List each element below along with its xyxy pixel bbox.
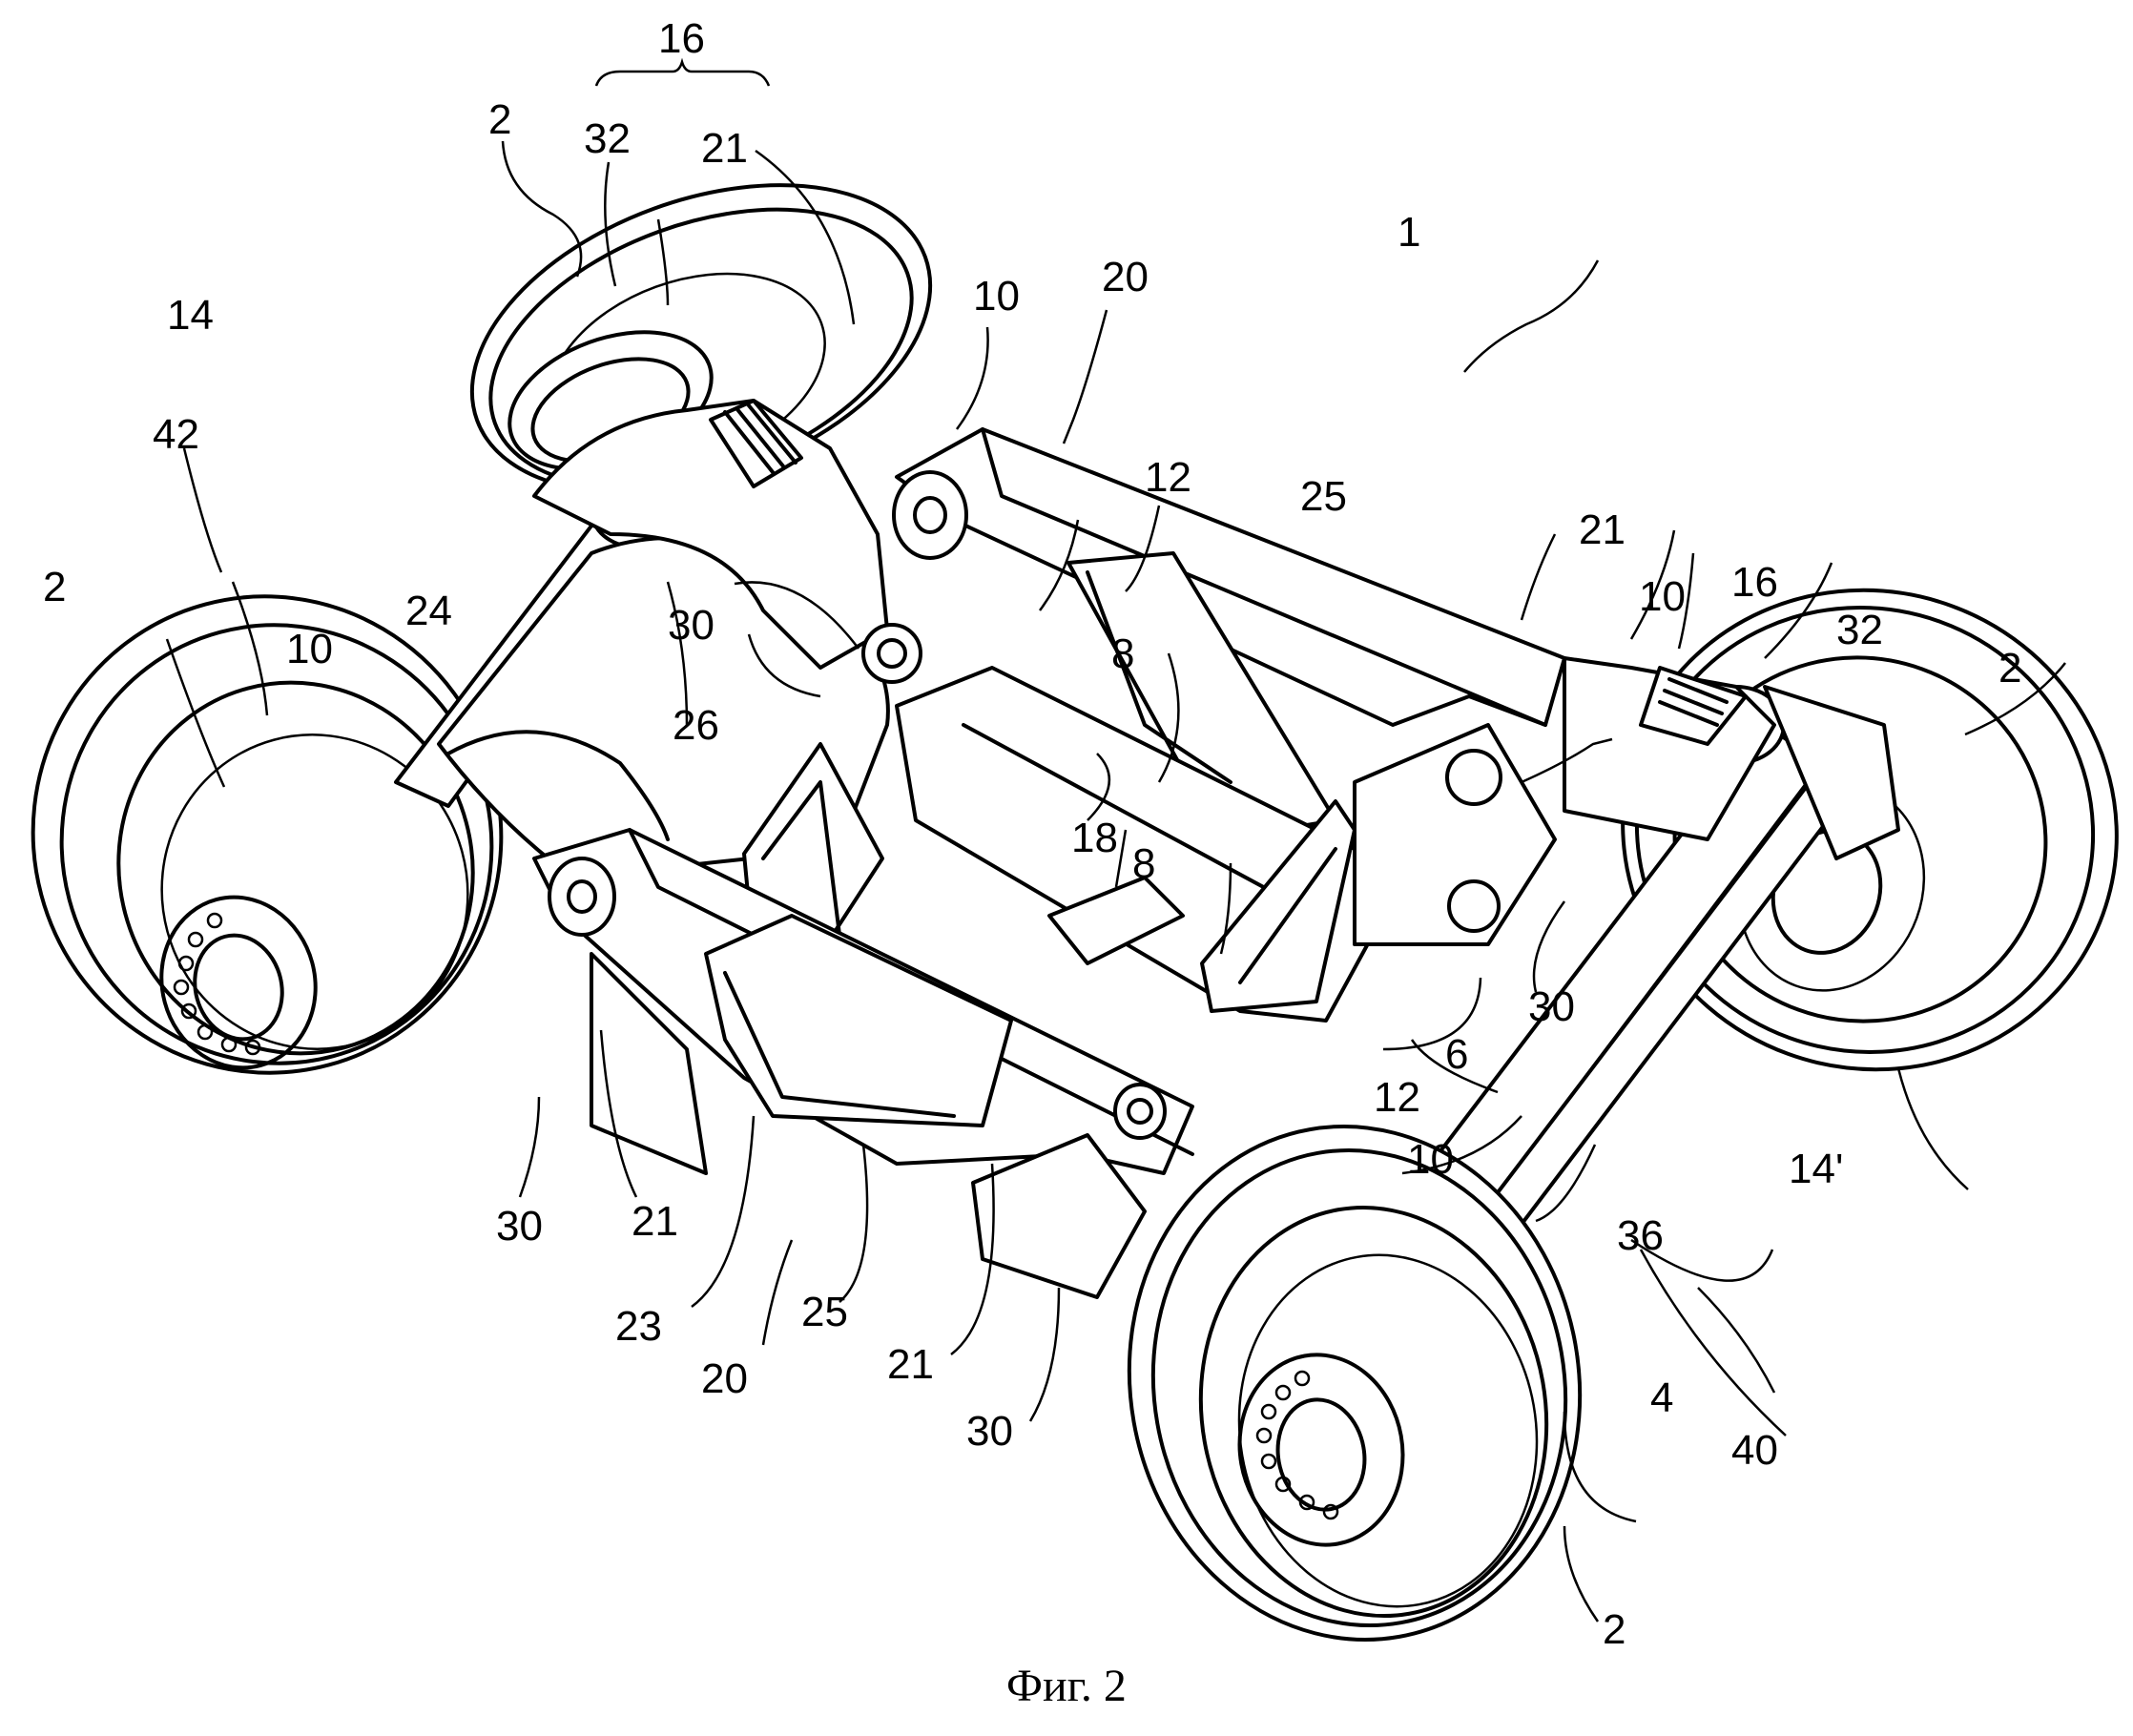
label-4: 4	[1650, 1374, 1673, 1421]
label-24: 24	[405, 588, 452, 634]
label-25-bottom: 25	[801, 1289, 848, 1335]
label-12-bottom: 12	[1374, 1074, 1420, 1121]
label-32-top: 32	[584, 115, 631, 162]
label-2-right: 2	[1998, 645, 2021, 692]
label-2-left: 2	[43, 564, 66, 610]
label-14: 14	[167, 292, 214, 339]
side-frame-lower	[532, 828, 1194, 1299]
label-32-right: 32	[1836, 607, 1883, 653]
wheel-front-left	[31, 594, 504, 1075]
reference-numerals: 16 2 32 21 1 20 10 14 42 12 25 21 10 16 …	[43, 15, 2021, 1653]
label-8-b: 8	[1132, 840, 1155, 887]
label-21-right: 21	[1579, 506, 1626, 553]
label-30-c: 30	[496, 1203, 543, 1250]
label-18: 18	[1071, 815, 1118, 861]
label-8-a: 8	[1111, 630, 1134, 677]
leader-lines	[165, 57, 2066, 1622]
label-12-top: 12	[1145, 454, 1191, 501]
figure-caption: Фиг. 2	[1006, 1661, 1127, 1711]
label-21-left: 21	[632, 1198, 678, 1245]
label-40: 40	[1731, 1427, 1778, 1474]
label-6: 6	[1445, 1031, 1468, 1078]
label-16-top: 16	[658, 15, 705, 62]
label-20-top: 20	[1102, 254, 1149, 300]
label-21-bottom: 21	[887, 1341, 934, 1388]
label-21-top: 21	[701, 125, 748, 172]
label-42: 42	[153, 411, 199, 458]
label-30-a: 30	[668, 602, 714, 649]
label-36: 36	[1617, 1212, 1664, 1259]
side-frame-upper	[861, 427, 1566, 841]
gearbox-14	[532, 399, 889, 670]
wheel-front-right	[1127, 1124, 1583, 1643]
bearing-bolts-left	[173, 912, 261, 1056]
label-10-right: 10	[1639, 573, 1686, 620]
label-14-prime: 14'	[1789, 1146, 1843, 1192]
label-23: 23	[615, 1303, 662, 1350]
label-30-d: 30	[966, 1408, 1013, 1455]
label-10-bottom: 10	[1407, 1136, 1454, 1183]
label-2-bottom: 2	[1603, 1606, 1626, 1653]
suspension-right	[1563, 656, 1776, 841]
label-25-top: 25	[1300, 473, 1347, 520]
label-30-b: 30	[1528, 983, 1575, 1030]
label-16-right: 16	[1731, 559, 1778, 606]
label-10-left: 10	[286, 626, 333, 672]
label-2-top: 2	[488, 96, 511, 143]
label-20-bottom: 20	[701, 1355, 748, 1402]
label-26: 26	[673, 702, 719, 749]
label-1: 1	[1398, 209, 1420, 256]
label-10-top: 10	[973, 273, 1020, 320]
bearing-bolts-right	[1255, 1370, 1339, 1520]
